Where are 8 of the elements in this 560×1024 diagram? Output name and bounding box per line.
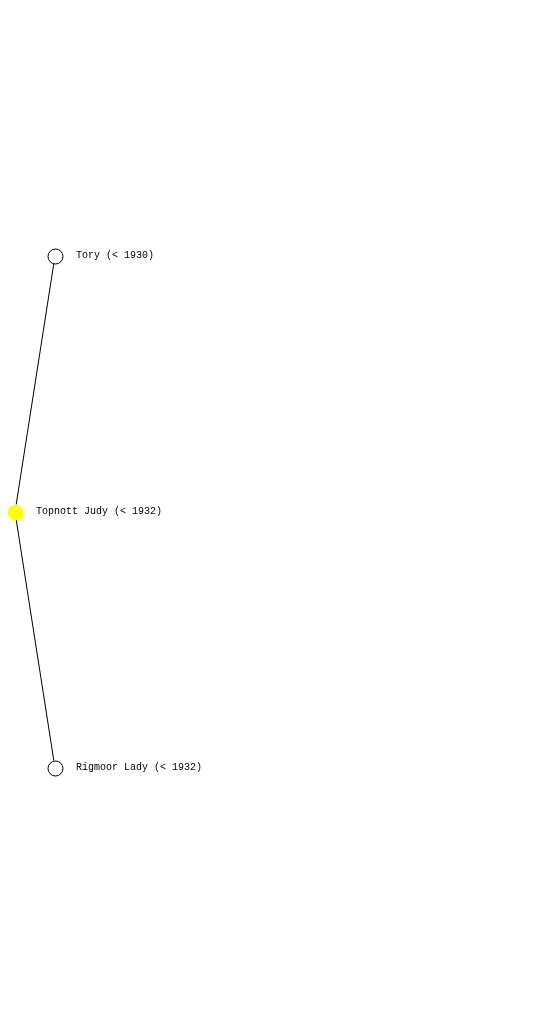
connector-line (15, 518, 55, 762)
person-name-label: Topnott Judy (< 1932) (36, 506, 163, 518)
connector-line (15, 262, 55, 506)
person-marker-icon (6, 503, 24, 521)
person-marker-icon (46, 247, 64, 265)
person-name-label: Rigmoor Lady (< 1932) (76, 762, 203, 774)
person-marker-icon (46, 759, 64, 777)
person-name-label: Tory (< 1930) (76, 250, 154, 262)
